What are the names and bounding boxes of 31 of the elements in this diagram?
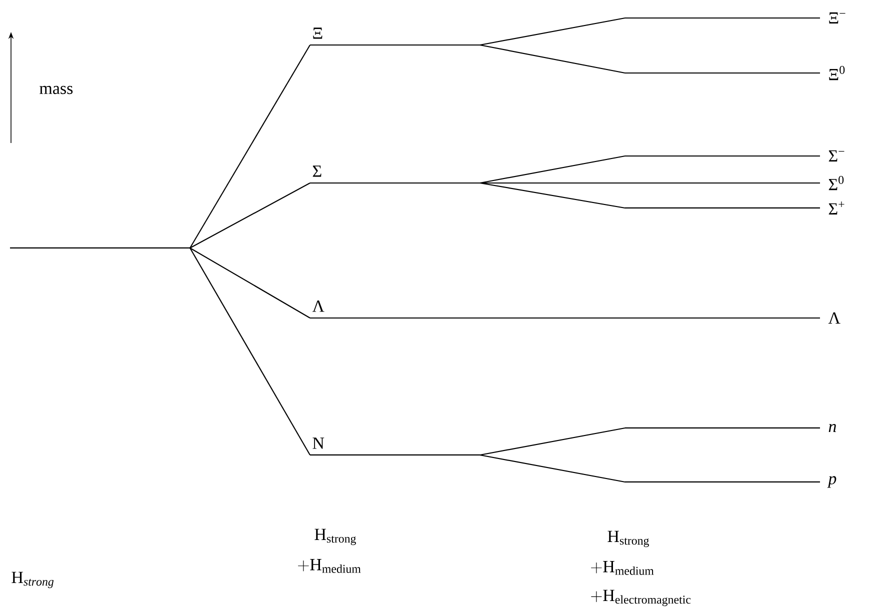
level-connector — [190, 44, 310, 248]
energy-level: Λ — [309, 300, 481, 319]
energy-level: n — [624, 424, 836, 432]
level-connector — [480, 182, 625, 184]
hamiltonian-label: $+\mathrm{H}_{\mathrm{electromagnetic}}$ — [591, 590, 691, 606]
energy-level: Σ$^{0}$ — [624, 176, 844, 190]
hamiltonian-label: $\mathrm{H}_{\mathit{strong}}$ — [12, 572, 54, 588]
level-connector — [480, 454, 626, 483]
level-connector — [190, 248, 310, 318]
hamiltonian-label: $\mathrm{H}_{\mathrm{strong}}$ — [608, 530, 649, 548]
energy-level: N — [309, 438, 481, 456]
energy-level: Ξ$^{−}$ — [624, 12, 846, 24]
level-connector — [190, 182, 310, 248]
level-connector — [480, 317, 625, 319]
energy-level: p — [624, 476, 836, 488]
energy-level: Λ — [624, 312, 840, 324]
hamiltonian-label: $+\mathrm{H}_{\mathrm{medium}}$ — [298, 559, 361, 573]
energy-level: Σ$^{−}$ — [624, 150, 844, 162]
axis-label: mass — [40, 86, 73, 94]
level-connector — [480, 427, 626, 456]
energy-level: Ξ$^{0}$ — [624, 66, 845, 80]
level-connector — [480, 155, 626, 184]
level-connector — [480, 17, 626, 46]
hamiltonian-label: $+\mathrm{H}_{\mathrm{medium}}$ — [591, 561, 654, 575]
energy-level: Ξ — [309, 28, 481, 46]
level-connector — [480, 44, 626, 74]
energy-level: Σ$^{+}$ — [624, 201, 844, 214]
level-connector — [480, 182, 626, 209]
energy-level: Σ — [309, 166, 481, 184]
hamiltonian-label: $\mathrm{H}_{\mathrm{strong}}$ — [314, 528, 356, 546]
level-connector — [190, 248, 310, 456]
